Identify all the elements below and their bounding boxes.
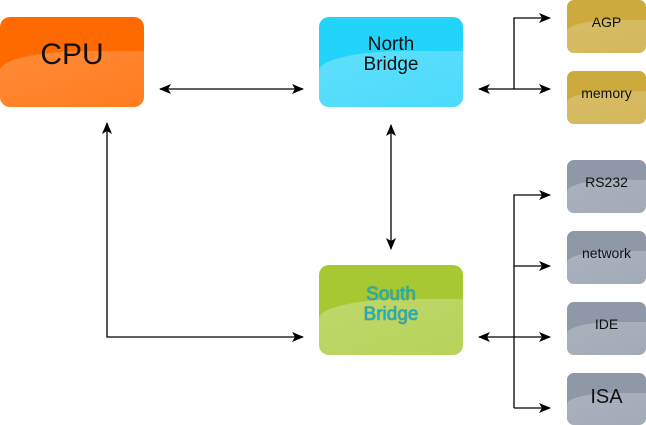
agp-label: AGP [591,14,622,31]
south-bridge-node: South Bridge [319,265,463,355]
north-bridge-label-line1: North [367,34,415,56]
network-node: network [567,231,646,284]
ide-label: IDE [594,316,619,333]
cpu-label: CPU [40,38,104,72]
isa-node: ISA [567,373,646,425]
network-label: network [581,245,632,262]
south-bridge-label-line2: Bridge [363,304,419,325]
ide-node: IDE [567,302,646,355]
agp-node: AGP [567,0,646,53]
memory-label: memory [581,85,632,102]
rs232-label: RS232 [585,174,628,191]
isa-label: ISA [590,385,623,408]
cpu-node: CPU [0,17,144,107]
north-bridge-label-line2: Bridge [363,54,419,75]
north-bridge-label: North Bridge [364,35,419,75]
south-bridge-label-line1: South [366,284,416,306]
north-bridge-node: North Bridge [319,17,463,107]
edge-bus-agp [513,13,551,89]
memory-node: memory [567,71,646,124]
south-bridge-label: South Bridge [364,285,419,325]
edge-southbridge-cpu [102,122,304,342]
rs232-node: RS232 [567,160,646,213]
edge-bus-rs232 [513,190,551,408]
